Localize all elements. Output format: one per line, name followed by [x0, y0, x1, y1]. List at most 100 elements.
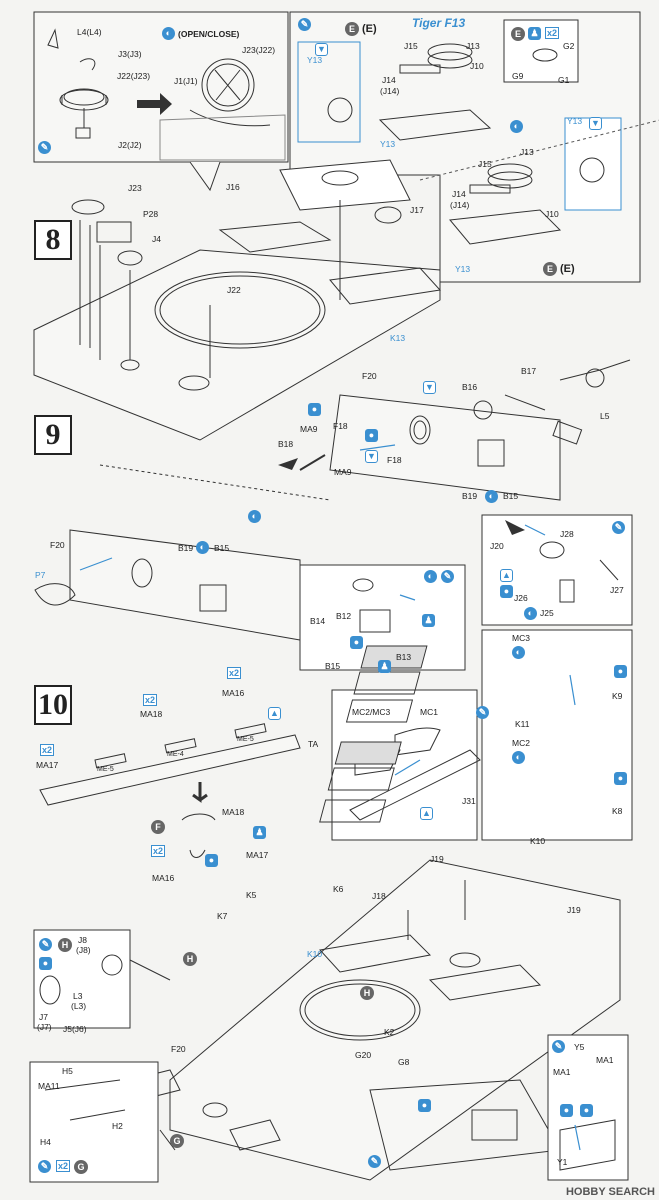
- part-label: MC2: [512, 738, 530, 748]
- paint-drop-icon: ●: [365, 429, 378, 442]
- decal-mark: ME-5: [97, 766, 114, 773]
- quantity-x2: x2: [56, 1160, 71, 1172]
- part-label: B12: [336, 611, 352, 621]
- part-label: MA16: [222, 688, 245, 698]
- paint-icon: ▼: [365, 450, 378, 463]
- glue-icon: ✎: [368, 1155, 381, 1168]
- variant-badge-h: H: [58, 938, 72, 952]
- part-label: MC2/MC3: [352, 707, 391, 717]
- part-label: F20: [50, 540, 65, 550]
- part-label: J10: [545, 209, 559, 219]
- part-label: J1(J1): [174, 76, 198, 86]
- variant-badge-paren: (E): [362, 23, 377, 35]
- part-label: MA17: [36, 760, 59, 770]
- variant-badge-e: E: [345, 22, 359, 36]
- variant-badge-e-lower: E: [543, 262, 557, 276]
- decal-label: Y13: [380, 139, 396, 149]
- part-label: L3: [73, 991, 83, 1001]
- part-label: H5: [62, 1066, 73, 1076]
- movable-icon: ◐: [512, 646, 525, 659]
- movable-icon: ◐: [485, 490, 498, 503]
- part-label: B14: [310, 616, 326, 626]
- paint-drop-icon: ●: [560, 1104, 573, 1117]
- part-label: G8: [398, 1057, 410, 1067]
- part-label: B16: [462, 382, 478, 392]
- part-label: J17: [410, 205, 424, 215]
- paint-icon: ▲: [268, 707, 281, 720]
- paint-drop-icon: ●: [39, 957, 52, 970]
- part-label: MC1: [420, 707, 438, 717]
- part-label: H2: [112, 1121, 123, 1131]
- part-label: J7: [39, 1012, 48, 1022]
- part-label: K8: [612, 806, 623, 816]
- part-label: B15: [214, 543, 230, 553]
- part-label: F18: [333, 421, 348, 431]
- paint-icon: ▼: [423, 381, 436, 394]
- part-label: K2: [384, 1027, 395, 1037]
- movable-icon: ◐: [512, 751, 525, 764]
- part-label: (J7): [37, 1022, 52, 1032]
- decal-mark: ME-5: [237, 736, 254, 743]
- step-number-9: 9: [34, 415, 72, 455]
- variant-badge-f: F: [151, 820, 165, 834]
- decal-label: K10: [307, 949, 323, 959]
- paint-drop-icon: ●: [350, 636, 363, 649]
- part-label: L5: [600, 411, 610, 421]
- part-label: J28: [560, 529, 574, 539]
- movable-icon: ◐: [424, 570, 437, 583]
- part-label: G9: [512, 71, 524, 81]
- part-label: J3(J3): [118, 49, 142, 59]
- part-label: B18: [278, 439, 294, 449]
- part-label: K11: [515, 719, 530, 729]
- variant-badge-h: H: [183, 952, 197, 966]
- paint-icon: ♟: [422, 614, 435, 627]
- glue-icon: ✎: [38, 141, 51, 154]
- part-label: J16: [226, 182, 240, 192]
- quantity-x2: x2: [40, 744, 55, 756]
- tiger-f13-title: Tiger F13: [412, 16, 466, 30]
- part-label: MA17: [246, 850, 269, 860]
- part-label: K10: [530, 836, 546, 846]
- part-label: J19: [430, 854, 444, 864]
- part-label: (J14): [450, 200, 470, 210]
- movable-icon: ◐: [196, 541, 209, 554]
- part-label: J8: [78, 935, 87, 945]
- paint-icon: ♟: [253, 826, 266, 839]
- part-label: J13: [520, 147, 534, 157]
- quantity-x2: x2: [545, 27, 560, 39]
- part-label: J23(J22): [242, 45, 276, 55]
- part-label: K7: [217, 911, 228, 921]
- decal-mark: ME-4: [167, 751, 184, 758]
- decal-label: P7: [35, 570, 46, 580]
- part-label: MA18: [140, 709, 163, 719]
- part-label: (J14): [380, 86, 400, 96]
- part-label: J19: [567, 905, 581, 915]
- part-label: MA18: [222, 807, 245, 817]
- part-label: G20: [355, 1050, 372, 1060]
- part-label: K5: [246, 890, 257, 900]
- part-label: G2: [563, 41, 575, 51]
- paint-drop-icon: ●: [614, 772, 627, 785]
- paint-icon: ▲: [420, 807, 433, 820]
- paint-drop-icon: ●: [418, 1099, 431, 1112]
- part-label: P28: [143, 209, 159, 219]
- part-label: J2(J2): [118, 140, 142, 150]
- decal-label: Y13: [455, 264, 471, 274]
- part-label: (L3): [71, 1001, 87, 1011]
- part-label: J5(J6): [63, 1024, 87, 1034]
- quantity-x2: x2: [143, 694, 158, 706]
- part-label: J25: [540, 608, 554, 618]
- part-label: J14: [452, 189, 466, 199]
- part-label: J20: [490, 541, 504, 551]
- part-label: J27: [610, 585, 624, 595]
- part-label: B17: [521, 366, 537, 376]
- part-label: MC3: [512, 633, 530, 643]
- part-label: (J8): [76, 945, 91, 955]
- paint-icon: ▼: [589, 117, 602, 130]
- variant-badge-g: G: [74, 1160, 88, 1174]
- movable-icon: ◐: [524, 607, 537, 620]
- paint-drop-icon: ●: [614, 665, 627, 678]
- paint-icon: ♟: [528, 27, 541, 40]
- glue-icon: ✎: [441, 570, 454, 583]
